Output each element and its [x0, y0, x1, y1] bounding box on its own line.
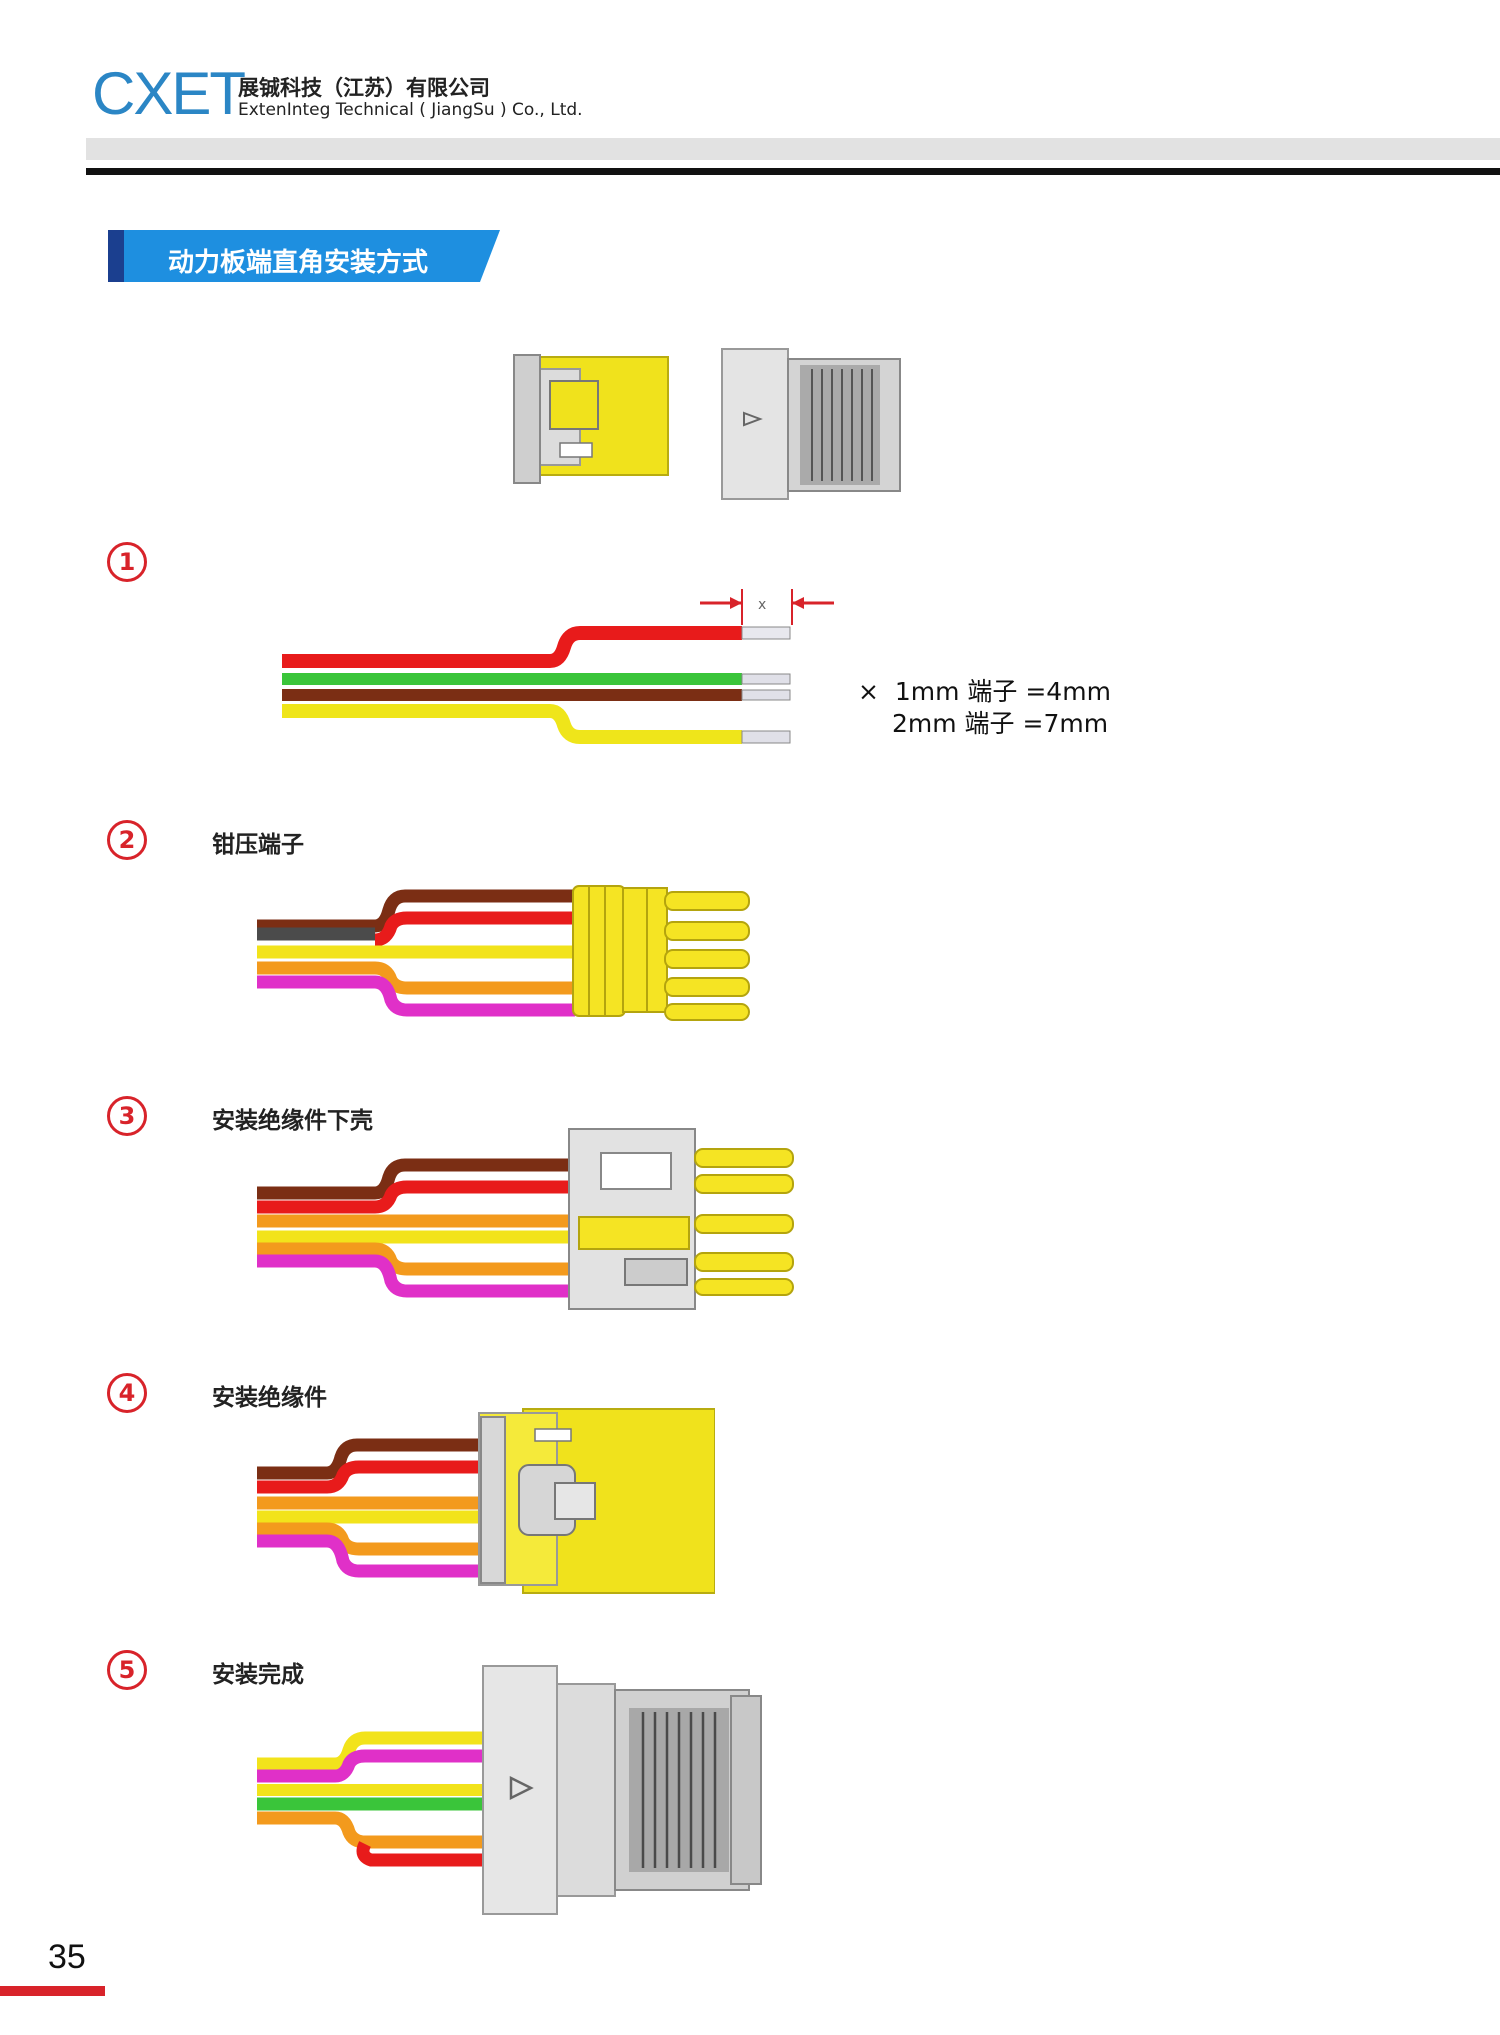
step-5-assembled-connector-diagram	[257, 1665, 762, 1915]
step-2-label: 钳压端子	[212, 832, 304, 858]
strip-length-note: × 1mm 端子 =4mm 2mm 端子 =7mm	[858, 676, 1111, 740]
note-line-2: 2mm 端子 =7mm	[892, 709, 1109, 738]
company-logo: CXET	[92, 60, 246, 127]
step-4-label: 安装绝缘件	[212, 1385, 327, 1411]
step-2-number: 2	[107, 820, 147, 860]
step-5-label: 安装完成	[212, 1662, 304, 1688]
step-3-label: 安装绝缘件下壳	[212, 1108, 373, 1134]
step-2-crimped-terminals-diagram	[257, 885, 750, 1021]
section-title: 动力板端直角安装方式	[168, 248, 429, 278]
page-number: 35	[48, 1938, 86, 1976]
company-name-en: ExtenInteg Technical ( JiangSu ) Co., Lt…	[238, 100, 583, 120]
header-grey-band	[86, 138, 1500, 160]
step-1-number: 1	[107, 542, 147, 582]
note-cross-symbol: ×	[858, 677, 879, 706]
connector-product-image	[513, 348, 901, 500]
footer-red-bar	[0, 1986, 105, 1996]
step-5-number: 5	[107, 1650, 147, 1690]
header-black-rule	[86, 168, 1500, 175]
company-name-cn: 展铖科技（江苏）有限公司	[238, 76, 490, 100]
section-title-banner: 动力板端直角安装方式	[108, 230, 500, 282]
step-3-number: 3	[107, 1096, 147, 1136]
strip-length-label: x	[758, 597, 766, 613]
step-4-insulator-installed-diagram	[257, 1408, 715, 1594]
note-line-1: 1mm 端子 =4mm	[894, 677, 1111, 706]
step-4-number: 4	[107, 1373, 147, 1413]
step-1-wire-strip-diagram: x	[282, 589, 834, 744]
step-3-insulator-lower-shell-diagram	[257, 1128, 794, 1310]
